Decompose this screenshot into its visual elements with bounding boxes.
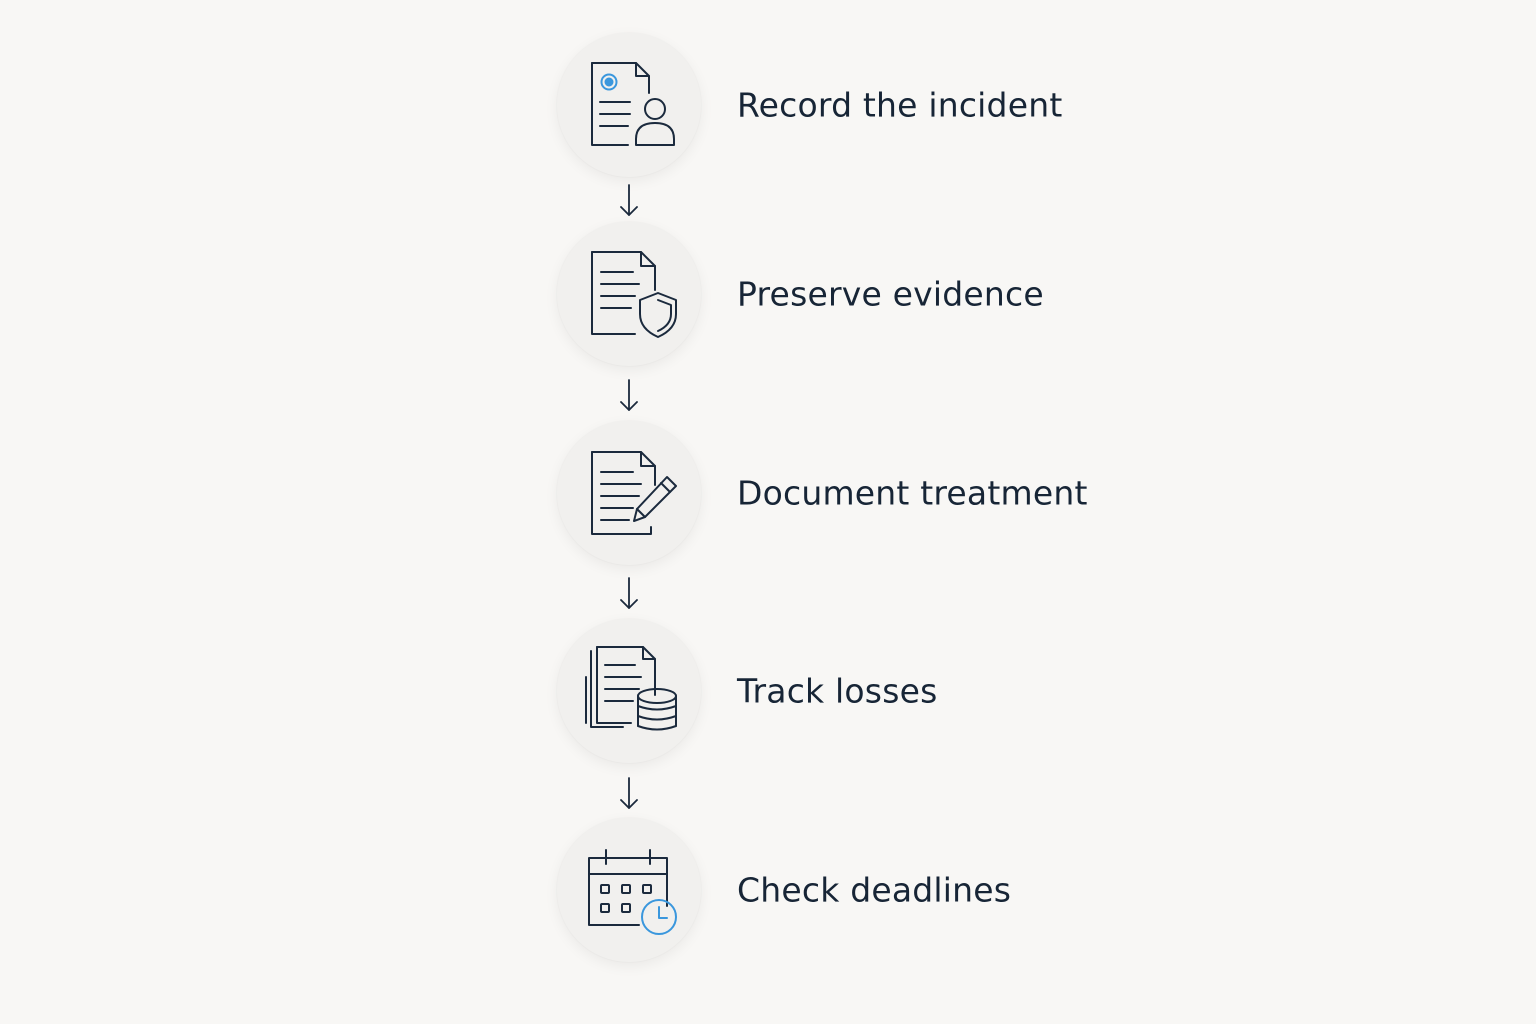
arrow-down-icon — [620, 777, 638, 809]
document-pencil-icon — [591, 451, 677, 535]
step-track-losses: Track losses — [557, 619, 1317, 763]
step-label: Record the incident — [737, 85, 1063, 125]
step-label: Preserve evidence — [737, 274, 1044, 314]
arrow-down-icon — [620, 184, 638, 216]
step-label: Document treatment — [737, 473, 1088, 513]
document-shield-icon — [591, 251, 677, 338]
arrow-down-icon — [620, 379, 638, 411]
step-icon-circle — [557, 818, 701, 962]
step-document-treatment: Document treatment — [557, 421, 1317, 565]
step-check-deadlines: Check deadlines — [557, 818, 1317, 962]
documents-coins-icon — [585, 646, 677, 731]
step-icon-circle — [557, 222, 701, 366]
document-person-icon — [591, 62, 675, 146]
step-label: Check deadlines — [737, 870, 1012, 910]
calendar-clock-icon — [588, 849, 677, 935]
arrow-down-icon — [620, 577, 638, 609]
step-icon-circle — [557, 421, 701, 565]
step-label: Track losses — [737, 671, 938, 711]
step-icon-circle — [557, 33, 701, 177]
step-icon-circle — [557, 619, 701, 763]
step-record-incident: Record the incident — [557, 33, 1317, 177]
step-preserve-evidence: Preserve evidence — [557, 222, 1317, 366]
